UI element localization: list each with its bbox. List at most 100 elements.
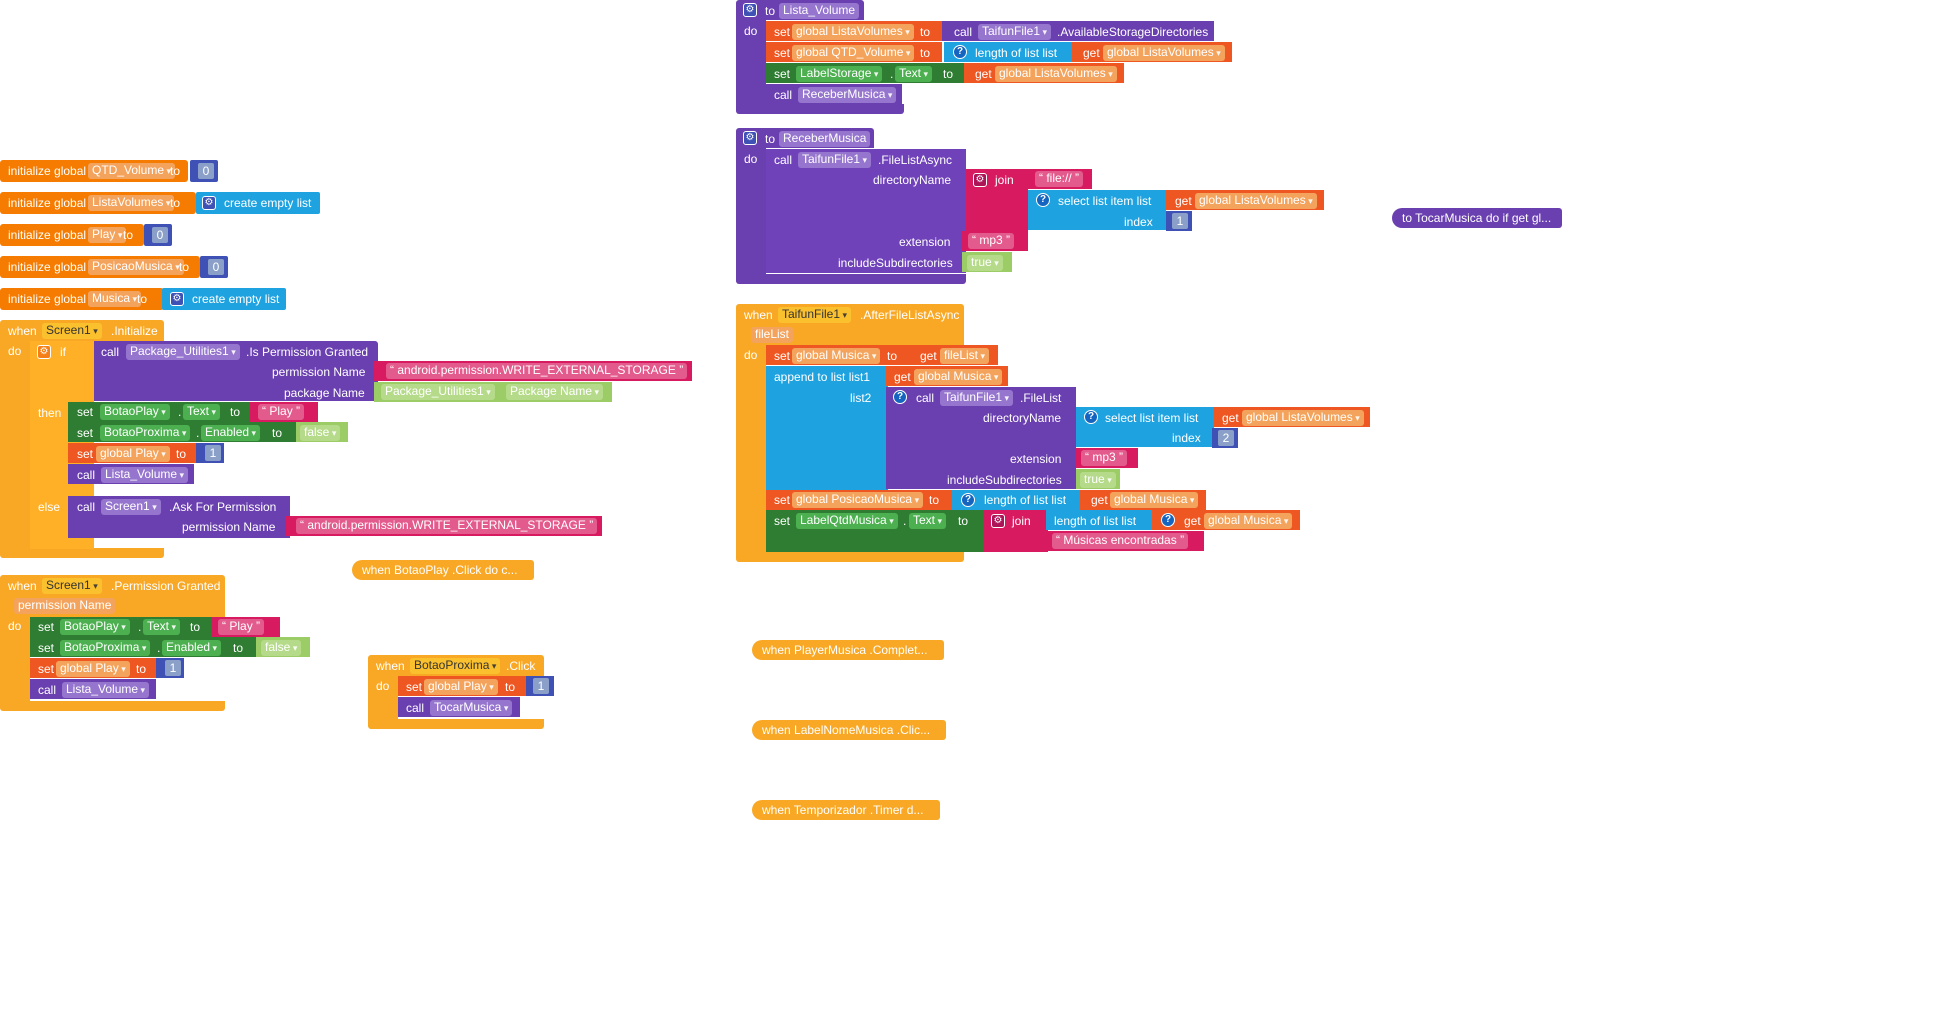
component-dropdown[interactable]: TaifunFile1 (978, 24, 1052, 40)
component-dropdown[interactable]: TaifunFile1 (940, 390, 1014, 406)
text-field[interactable]: mp3 (1081, 450, 1128, 466)
text-field[interactable]: android.permission.WRITE_EXTERNAL_STORAG… (386, 363, 688, 379)
variable-dropdown[interactable]: global Musica (1110, 492, 1199, 508)
collapsed-labelnomemusica-click[interactable]: when LabelNomeMusica .Clic... (752, 720, 946, 740)
component-dropdown[interactable]: Screen1 (42, 323, 102, 339)
component-dropdown[interactable]: TaifunFile1 (798, 152, 872, 168)
component-dropdown[interactable]: LabelQtdMusica (796, 513, 898, 529)
variable-dropdown[interactable]: global ListaVolumes (792, 24, 914, 40)
component-dropdown[interactable]: BotaoPlay (100, 404, 170, 420)
boolean-dropdown[interactable]: true (967, 255, 1003, 271)
filelistasync-call[interactable] (766, 149, 966, 273)
variable-dropdown[interactable]: global Play (96, 446, 170, 462)
component-dropdown[interactable]: BotaoProxima (60, 640, 151, 656)
global-name-field[interactable]: Play (88, 227, 127, 243)
length-of-list-block[interactable] (952, 490, 1080, 510)
variable-dropdown[interactable]: global Play (56, 661, 130, 677)
number-field[interactable]: 0 (208, 259, 224, 275)
procedure-dropdown[interactable]: Lista_Volume (101, 467, 189, 483)
gear-icon[interactable]: ⚙ (743, 131, 757, 145)
component-dropdown[interactable]: BotaoProxima (410, 658, 501, 674)
gear-icon[interactable]: ⚙ (202, 196, 216, 210)
boolean-dropdown[interactable]: false (261, 640, 302, 656)
global-name-field[interactable]: QTD_Volume (88, 163, 176, 179)
number-field[interactable]: 2 (1218, 430, 1234, 446)
property-dropdown[interactable]: Text (183, 404, 221, 420)
number-field[interactable]: 1 (205, 445, 221, 461)
property-dropdown[interactable]: Enabled (162, 640, 222, 656)
collapsed-playermusica-completed[interactable]: when PlayerMusica .Complet... (752, 640, 944, 660)
global-name-field[interactable]: Musica (88, 291, 142, 307)
procedure-dropdown[interactable]: ReceberMusica (798, 87, 897, 103)
global-name-field[interactable]: ListaVolumes (88, 195, 175, 211)
text-field[interactable]: Músicas encontradas (1052, 533, 1189, 549)
variable-dropdown[interactable]: global ListaVolumes (1195, 193, 1317, 209)
do-label: do (8, 619, 22, 633)
variable-dropdown[interactable]: global PosicaoMusica (792, 492, 924, 508)
text-field[interactable]: file:// (1035, 171, 1084, 187)
number-field[interactable]: 1 (533, 678, 549, 694)
boolean-dropdown[interactable]: true (1080, 472, 1116, 488)
text-field[interactable]: Play (218, 619, 265, 635)
variable-dropdown[interactable]: global Musica (792, 348, 881, 364)
variable-dropdown[interactable]: global ListaVolumes (1242, 410, 1364, 426)
length-of-list-block[interactable] (944, 42, 1072, 62)
variable-dropdown[interactable]: global ListaVolumes (995, 66, 1117, 82)
variable-dropdown[interactable]: global QTD_Volume (792, 45, 915, 61)
variable-dropdown[interactable]: global Play (424, 679, 498, 695)
collapsed-botaoplay-click[interactable]: when BotaoPlay .Click do c... (352, 560, 534, 580)
property-dropdown[interactable]: Package Name (506, 384, 604, 400)
collapsed-temporizador-timer[interactable]: when Temporizador .Timer d... (752, 800, 940, 820)
select-list-item-block[interactable] (1028, 190, 1166, 230)
append-to-list-block[interactable] (766, 366, 888, 490)
help-icon[interactable]: ? (1161, 513, 1175, 527)
gear-icon[interactable]: ⚙ (991, 514, 1005, 528)
component-dropdown[interactable]: BotaoPlay (60, 619, 130, 635)
help-icon[interactable]: ? (1036, 193, 1050, 207)
property-dropdown[interactable]: Text (909, 513, 947, 529)
select-list-item-block[interactable] (1076, 407, 1214, 447)
variable-dropdown[interactable]: fileList (940, 348, 990, 364)
property-dropdown[interactable]: Text (143, 619, 181, 635)
collapsed-tocarmusica-procedure[interactable]: to TocarMusica do if get gl... (1392, 208, 1562, 228)
variable-dropdown[interactable]: global Musica (914, 369, 1003, 385)
component-dropdown[interactable]: Screen1 (42, 578, 102, 594)
gear-icon[interactable]: ⚙ (743, 3, 757, 17)
procedure-dropdown[interactable]: TocarMusica (430, 700, 513, 716)
procedure-dropdown[interactable]: Lista_Volume (62, 682, 150, 698)
set-label: set (77, 447, 94, 461)
component-dropdown[interactable]: TaifunFile1 (778, 307, 852, 323)
number-field[interactable]: 0 (152, 227, 168, 243)
help-icon[interactable]: ? (953, 45, 967, 59)
create-empty-list-block[interactable] (196, 192, 320, 214)
procedure-name-field[interactable]: ReceberMusica (779, 131, 871, 147)
procedure-name-field[interactable]: Lista_Volume (779, 3, 860, 19)
event-param[interactable]: permission Name (14, 598, 116, 614)
text-field[interactable]: Play (258, 404, 305, 420)
component-dropdown[interactable]: LabelStorage (796, 66, 883, 82)
variable-dropdown[interactable]: global ListaVolumes (1103, 45, 1225, 61)
number-field[interactable]: 0 (198, 163, 214, 179)
create-empty-list-block[interactable] (162, 288, 286, 310)
gear-icon[interactable]: ⚙ (973, 173, 987, 187)
help-icon[interactable]: ? (1084, 410, 1098, 424)
property-dropdown[interactable]: Enabled (201, 425, 261, 441)
text-field[interactable]: mp3 (968, 233, 1015, 249)
number-field[interactable]: 1 (165, 660, 181, 676)
number-field[interactable]: 1 (1172, 213, 1188, 229)
gear-icon[interactable]: ⚙ (170, 292, 184, 306)
length-of-list-block[interactable] (1046, 510, 1152, 530)
component-dropdown[interactable]: Screen1 (101, 499, 161, 515)
boolean-dropdown[interactable]: false (300, 425, 341, 441)
global-name-field[interactable]: PosicaoMusica (88, 259, 184, 275)
help-icon[interactable]: ? (961, 493, 975, 507)
event-param[interactable]: fileList (751, 327, 794, 343)
help-icon[interactable]: ? (893, 390, 907, 404)
property-dropdown[interactable]: Text (895, 66, 933, 82)
gear-icon[interactable]: ⚙ (37, 345, 51, 359)
component-dropdown[interactable]: Package_Utilities1 (381, 384, 495, 400)
variable-dropdown[interactable]: global Musica (1204, 513, 1293, 529)
text-field[interactable]: android.permission.WRITE_EXTERNAL_STORAG… (296, 518, 598, 534)
component-dropdown[interactable]: Package_Utilities1 (126, 344, 240, 360)
component-dropdown[interactable]: BotaoProxima (100, 425, 191, 441)
